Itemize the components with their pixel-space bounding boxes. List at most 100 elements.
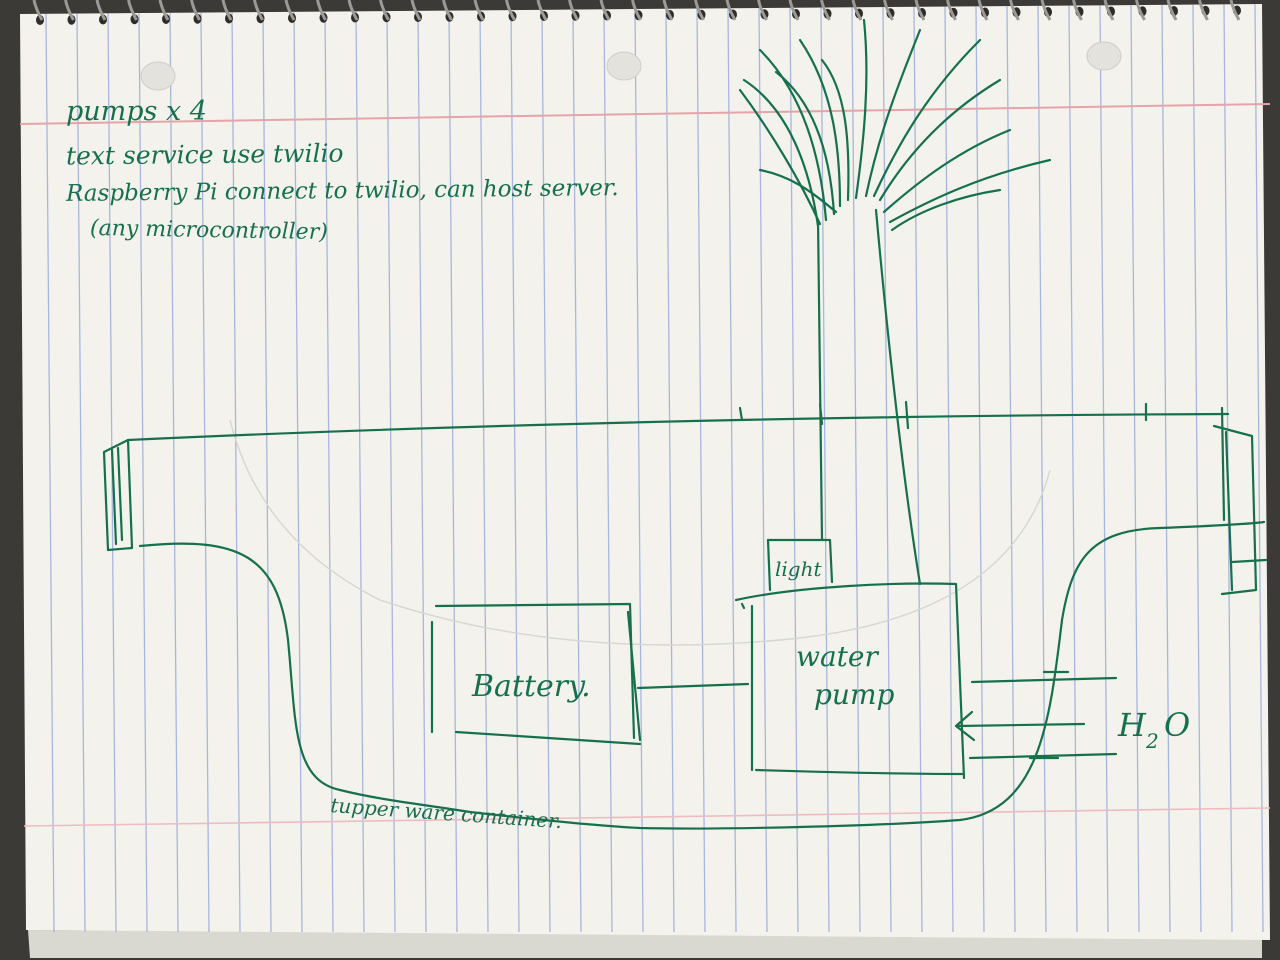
water-inlet-line-2 bbox=[968, 752, 1118, 760]
ruled-line bbox=[1006, 6, 1016, 933]
spray-frond bbox=[758, 168, 838, 214]
spiral-wire bbox=[631, 0, 642, 21]
spiral-wire bbox=[1040, 0, 1052, 21]
spiral-wire bbox=[1103, 0, 1115, 21]
punch-hole-middle bbox=[606, 51, 642, 81]
ruled-line bbox=[1192, 4, 1202, 933]
note-text-service: text service use twilio bbox=[65, 138, 344, 171]
battery-box-bottom bbox=[454, 730, 642, 746]
container-right-handle-tick bbox=[1230, 558, 1268, 564]
container-right-handle-box bbox=[1212, 424, 1258, 596]
container-rim bbox=[126, 412, 1230, 442]
ruled-line bbox=[851, 7, 861, 933]
water-arrow-head bbox=[954, 710, 976, 742]
spiral-wire bbox=[1009, 0, 1020, 21]
ruled-line bbox=[386, 11, 396, 933]
spiral-wire bbox=[788, 0, 800, 21]
pump-box-bottom bbox=[754, 768, 964, 776]
ruled-line bbox=[634, 9, 644, 933]
ruled-line bbox=[603, 9, 613, 933]
spiral-wire bbox=[1072, 0, 1083, 21]
punch-hole-left bbox=[140, 61, 176, 91]
spray-frond bbox=[798, 38, 842, 208]
spiral-wire bbox=[221, 0, 233, 21]
spiral-wire bbox=[883, 0, 894, 21]
spiral-wire bbox=[1135, 0, 1146, 21]
spiral-wire bbox=[505, 0, 516, 21]
note-pumps: pumps x 4 bbox=[66, 96, 207, 127]
spiral-wire bbox=[473, 0, 485, 21]
spray-frond bbox=[878, 78, 1002, 202]
spiral-wire bbox=[914, 0, 926, 21]
container-left-handle bbox=[102, 438, 134, 552]
spiral-wire bbox=[694, 0, 705, 21]
spray-frond bbox=[882, 128, 1012, 214]
light-box bbox=[766, 538, 834, 584]
ruled-line bbox=[665, 8, 675, 933]
spiral-wire bbox=[253, 0, 264, 21]
container-body-outline bbox=[138, 520, 1266, 830]
rim-tick bbox=[904, 400, 910, 430]
spiral-wire bbox=[568, 0, 579, 21]
rim-tick bbox=[738, 406, 744, 422]
spiral-wire bbox=[820, 0, 831, 21]
spiral-wire bbox=[410, 0, 422, 21]
ruled-line bbox=[975, 6, 985, 933]
spiral-wire bbox=[946, 0, 957, 21]
spiral-wire bbox=[599, 0, 611, 21]
spiral-wire bbox=[127, 0, 138, 21]
spray-frond bbox=[872, 38, 982, 198]
spiral-wire bbox=[662, 0, 674, 21]
pump-label-line1: water bbox=[796, 640, 879, 673]
ruled-line bbox=[479, 10, 489, 933]
pump-box-corner bbox=[740, 602, 746, 610]
spiral-binding bbox=[32, 0, 1241, 25]
spray-frond bbox=[820, 58, 850, 202]
ruled-line bbox=[1068, 5, 1078, 933]
ruled-line bbox=[355, 11, 365, 933]
spray-frond bbox=[854, 18, 868, 200]
ruled-line bbox=[76, 13, 86, 933]
ruled-line bbox=[727, 8, 737, 933]
spray-frond bbox=[890, 188, 1002, 232]
spiral-wire bbox=[347, 0, 359, 21]
ruled-line bbox=[1099, 5, 1109, 933]
light-wire bbox=[816, 218, 824, 542]
h2o-label-o: O bbox=[1164, 706, 1190, 744]
container-left-handle-inner-2 bbox=[110, 448, 118, 546]
h2o-label-h: H bbox=[1117, 706, 1147, 744]
ruled-line bbox=[200, 12, 210, 933]
ruled-line bbox=[231, 12, 241, 933]
spiral-wire bbox=[1229, 0, 1241, 21]
light-box-left bbox=[766, 538, 772, 592]
container-right-handle bbox=[1224, 430, 1234, 592]
spray-frond bbox=[758, 48, 828, 222]
spray-frond bbox=[774, 70, 836, 216]
note-microcontroller: (any microcontroller) bbox=[89, 215, 329, 246]
ruled-line bbox=[324, 11, 334, 933]
spiral-wire bbox=[190, 0, 201, 21]
ruled-line bbox=[417, 10, 427, 933]
spiral-wire bbox=[977, 0, 989, 21]
pump-box-top-right bbox=[734, 582, 966, 780]
pump-outlet-tube bbox=[874, 208, 922, 586]
ruled-line bbox=[510, 10, 520, 933]
battery-box-top-right bbox=[434, 602, 636, 740]
ruled-line bbox=[138, 13, 148, 933]
ruled-line bbox=[1037, 5, 1047, 933]
spiral-wire bbox=[32, 0, 44, 21]
spray-frond bbox=[864, 28, 922, 198]
spiral-wire bbox=[379, 0, 390, 21]
water-inlet-line bbox=[970, 676, 1118, 684]
water-arrow-shaft bbox=[956, 722, 1086, 728]
battery-label: Battery. bbox=[471, 669, 591, 704]
spiral-wire bbox=[442, 0, 453, 21]
ruled-line bbox=[1130, 5, 1140, 933]
ruled-line bbox=[541, 9, 551, 933]
ruled-line bbox=[882, 7, 892, 933]
ruled-line bbox=[944, 6, 954, 933]
spiral-wire bbox=[1198, 0, 1209, 21]
ruled-line bbox=[45, 13, 55, 933]
ruled-line bbox=[169, 12, 179, 933]
